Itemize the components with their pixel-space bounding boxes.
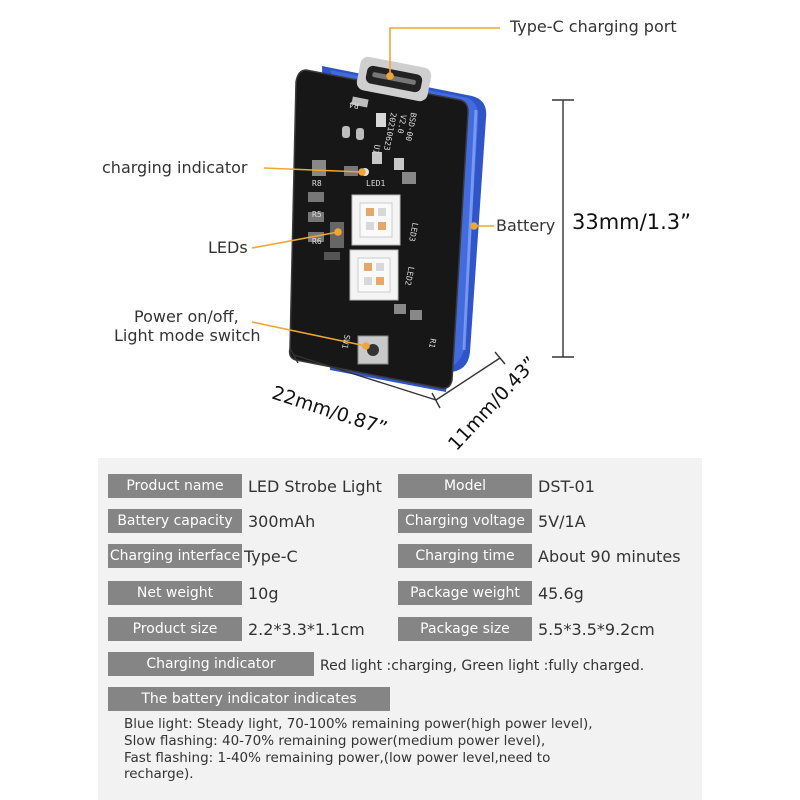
spec-label-battery-capacity: Battery capacity <box>108 509 242 533</box>
pcb-u1-label: U1 <box>371 144 382 155</box>
pcb-ver-label: V2.0 <box>395 114 408 135</box>
spec-value-product-size: 2.2*3.3*1.1cm <box>248 620 365 639</box>
spec-label-product-name: Product name <box>108 474 242 498</box>
product-illustration: R4 BSD-00 V2.0 20210623 U1 LED1 R8 R5 R6… <box>251 27 574 409</box>
callout-charging-indicator: charging indicator <box>102 158 248 177</box>
pcb-r1-label: R1 <box>427 338 438 349</box>
power-switch <box>357 335 389 365</box>
spec-label-package-weight: Package weight <box>398 581 532 605</box>
callout-type-c-port: Type-C charging port <box>510 17 677 36</box>
spec-value-net-weight: 10g <box>248 584 279 603</box>
spec-value-product-name: LED Strobe Light <box>248 477 382 496</box>
callout-power-switch-line2: Light mode switch <box>114 326 261 345</box>
pcb-r5-label: R5 <box>312 210 322 219</box>
spec-value-charging-indicator: Red light :charging, Green light :fully … <box>320 658 645 674</box>
battery-indicator-line-1: Blue light: Steady light, 70-100% remain… <box>124 716 593 732</box>
battery-indicator-line-2: Slow flashing: 40-70% remaining power(me… <box>124 733 546 749</box>
spec-label-charging-interface: Charging interface <box>108 544 242 568</box>
led-1 <box>351 194 401 246</box>
callout-power-switch-line1: Power on/off, <box>134 307 239 326</box>
led-2 <box>349 249 399 301</box>
spec-panel: Product name LED Strobe Light Model DST-… <box>98 458 702 800</box>
spec-label-net-weight: Net weight <box>108 581 242 605</box>
pcb-led3-label: LED3 <box>407 222 420 243</box>
spec-label-model: Model <box>398 474 532 498</box>
product-diagram: R4 BSD-00 V2.0 20210623 U1 LED1 R8 R5 R6… <box>102 17 691 455</box>
spec-label-charging-voltage: Charging voltage <box>398 509 532 533</box>
spec-value-charging-time: About 90 minutes <box>538 547 681 566</box>
spec-label-charging-time: Charging time <box>398 544 532 568</box>
callout-lines <box>251 27 500 350</box>
dimension-lines <box>289 99 574 409</box>
pcb-led1-label: LED1 <box>366 179 385 188</box>
battery-indicator-line-4: recharge). <box>124 766 194 782</box>
spec-value-model: DST-01 <box>538 477 595 496</box>
pcb-led2-label: LED2 <box>403 266 416 287</box>
battery-indicator-line-3: Fast flashing: 1-40% remaining power,(lo… <box>124 750 551 766</box>
pcb-r6-label: R6 <box>312 237 322 246</box>
dimension-height: 33mm/1.3” <box>572 210 691 234</box>
spec-label-battery-indicator: The battery indicator indicates <box>108 687 390 711</box>
spec-label-charging-indicator: Charging indicator <box>108 652 314 676</box>
spec-value-charging-voltage: 5V/1A <box>538 512 586 531</box>
spec-value-charging-interface: Type-C <box>244 547 298 566</box>
callout-leds: LEDs <box>208 238 248 257</box>
spec-value-battery-capacity: 300mAh <box>248 512 316 531</box>
pcb-r8-label: R8 <box>312 179 322 188</box>
type-c-port <box>356 56 432 102</box>
spec-label-package-size: Package size <box>398 617 532 641</box>
spec-label-product-size: Product size <box>108 617 242 641</box>
callout-battery: Battery <box>496 216 556 235</box>
spec-value-package-weight: 45.6g <box>538 584 584 603</box>
spec-value-package-size: 5.5*3.5*9.2cm <box>538 620 655 639</box>
pcb-r4-label: R4 <box>348 100 359 111</box>
